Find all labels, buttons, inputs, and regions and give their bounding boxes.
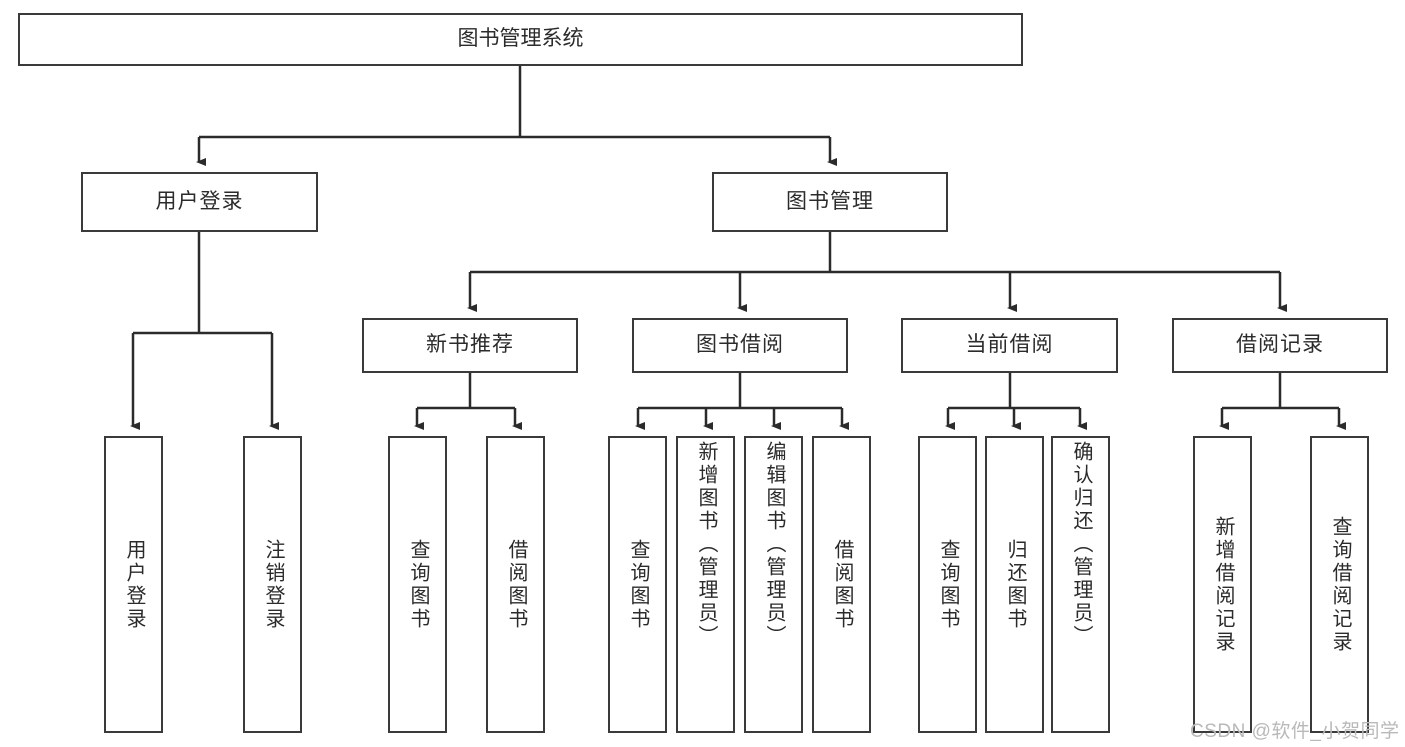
node-label: 借阅记录 [1236, 333, 1324, 357]
node-book-management[interactable]: 图书管理 [712, 172, 948, 232]
leaf-user-login-login[interactable]: 用户登录 [104, 436, 163, 733]
leaf-book-borrow-borrow-book[interactable]: 借阅图书 [812, 436, 871, 733]
leaf-label: 查询借阅记录 [1329, 515, 1351, 654]
node-label: 图书管理 [786, 189, 874, 213]
leaf-label: 用户登录 [123, 538, 145, 631]
node-borrow-record[interactable]: 借阅记录 [1172, 318, 1388, 373]
leaf-current-borrow-query-book[interactable]: 查询图书 [918, 436, 977, 733]
leaf-label: 编辑图书（管理员） [763, 441, 785, 648]
leaf-current-borrow-return-book[interactable]: 归还图书 [985, 436, 1044, 733]
leaf-label: 查询图书 [407, 538, 429, 631]
node-label: 用户登录 [155, 189, 244, 213]
node-root-book-management-system[interactable]: 图书管理系统 [18, 13, 1023, 66]
leaf-book-borrow-edit-book-admin[interactable]: 编辑图书（管理员） [744, 436, 803, 733]
leaf-label: 归还图书 [1004, 538, 1026, 631]
leaf-new-book-borrow-book[interactable]: 借阅图书 [486, 436, 545, 733]
leaf-borrow-record-query-record[interactable]: 查询借阅记录 [1310, 436, 1369, 733]
node-book-borrow[interactable]: 图书借阅 [632, 318, 848, 373]
csdn-watermark: CSDN @软件_小贺同学 [1190, 721, 1400, 742]
node-user-login[interactable]: 用户登录 [81, 172, 318, 232]
leaf-label: 新增图书（管理员） [695, 441, 717, 648]
leaf-book-borrow-add-book-admin[interactable]: 新增图书（管理员） [676, 436, 735, 733]
node-current-borrow[interactable]: 当前借阅 [901, 318, 1118, 373]
node-label: 新书推荐 [426, 333, 514, 357]
leaf-current-borrow-confirm-return-admin[interactable]: 确认归还（管理员） [1051, 436, 1110, 733]
leaf-label: 新增借阅记录 [1212, 515, 1234, 654]
leaf-label: 注销登录 [262, 538, 284, 631]
leaf-new-book-query-book[interactable]: 查询图书 [388, 436, 447, 733]
node-new-book-recommend[interactable]: 新书推荐 [362, 318, 578, 373]
leaf-label: 查询图书 [937, 538, 959, 631]
leaf-user-login-logout[interactable]: 注销登录 [243, 436, 302, 733]
leaf-label: 查询图书 [627, 538, 649, 631]
leaf-label: 借阅图书 [831, 538, 853, 631]
leaf-label: 确认归还（管理员） [1070, 441, 1092, 648]
node-label: 图书管理系统 [457, 27, 584, 51]
node-label: 图书借阅 [696, 333, 784, 357]
node-label: 当前借阅 [965, 333, 1054, 357]
leaf-borrow-record-add-record[interactable]: 新增借阅记录 [1193, 436, 1252, 733]
leaf-label: 借阅图书 [505, 538, 527, 631]
leaf-book-borrow-query-book[interactable]: 查询图书 [608, 436, 667, 733]
